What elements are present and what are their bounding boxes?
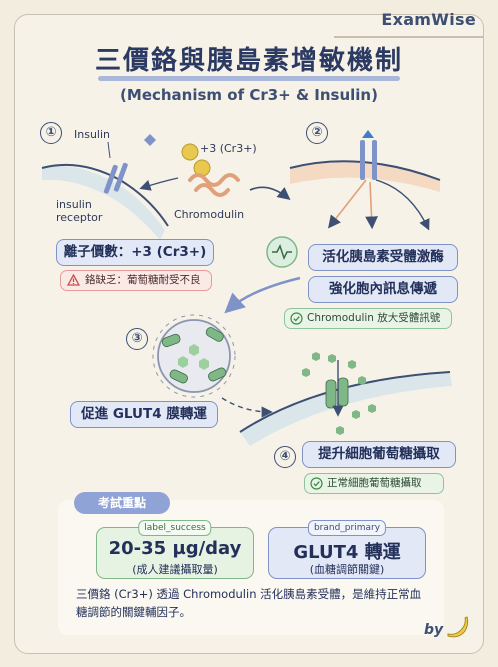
insulin-icon xyxy=(144,134,156,146)
page-title: 三價鉻與胰島素增敏機制 xyxy=(94,46,403,76)
check-circle-icon xyxy=(310,477,323,497)
insulin-receptor-icon xyxy=(103,162,128,194)
intake-caption: (成人建議攝取量) xyxy=(132,563,218,576)
deficiency-note: 鉻缺乏：葡萄糖耐受不良 xyxy=(60,270,212,291)
step-3-number: ③ xyxy=(126,328,148,350)
intake-card: label_success 20-35 µg/day (成人建議攝取量) xyxy=(96,520,254,579)
step-1-number: ① xyxy=(40,122,62,144)
glucose-in-vesicle xyxy=(178,344,209,370)
banana-icon xyxy=(447,616,469,638)
step3-pill-glut4: 促進 GLUT4 膜轉運 xyxy=(70,401,218,428)
step2-ok-note: Chromodulin 放大受體訊號 xyxy=(284,308,452,329)
step4-ok-text: 正常細胞葡萄糖攝取 xyxy=(327,477,422,489)
arrow-step3-to-step4 xyxy=(221,397,273,418)
glut4-caption: (血糖調節關鍵) xyxy=(309,563,385,576)
chromodulin-label: Chromodulin xyxy=(174,208,245,221)
signal-arrow-right xyxy=(375,179,430,231)
valence-pill: 離子價數：+3 (Cr3+) xyxy=(56,239,214,266)
glucose-molecules-outside xyxy=(302,352,366,385)
intake-card-tag: label_success xyxy=(138,520,212,536)
glut4-card-tag: brand_primary xyxy=(307,520,387,536)
step-2-number: ② xyxy=(306,122,328,144)
arrow-step2-to-step3 xyxy=(224,276,301,314)
step2-pill-activate: 活化胰島素受體激酶 xyxy=(308,244,458,271)
glut4-value: GLUT4 轉運 xyxy=(293,542,401,563)
brand-logo: ExamWise xyxy=(381,10,476,29)
insulin-pointer xyxy=(107,141,111,159)
cr-valence-label: +3 (Cr3+) xyxy=(200,142,257,155)
step4-ok-note: 正常細胞葡萄糖攝取 xyxy=(304,473,444,494)
summary-text: 三價鉻 (Cr3+) 透過 Chromodulin 活化胰島素受體，是維持正常血… xyxy=(76,587,422,619)
page-subtitle: (Mechanism of Cr3+ & Insulin) xyxy=(120,86,378,104)
arrow-cr-to-receptor xyxy=(139,177,179,191)
receptor-label-line2: receptor xyxy=(56,211,103,224)
signal-arrow-left xyxy=(328,179,367,229)
step2-ok-text: Chromodulin 放大受體訊號 xyxy=(307,312,441,324)
title-underline xyxy=(98,76,400,81)
chromodulin-icon xyxy=(181,143,240,197)
glut4-channel-icon xyxy=(325,377,349,409)
exam-tag: 考試重點 xyxy=(74,492,170,514)
insulin-label: Insulin xyxy=(74,128,111,141)
step2-pill-signal: 強化胞內訊息傳遞 xyxy=(308,276,458,303)
signal-arrow-center xyxy=(365,181,378,230)
cell-membrane-4 xyxy=(240,372,452,446)
activated-receptor-icon xyxy=(360,130,377,180)
deficiency-text: 鉻缺乏：葡萄糖耐受不良 xyxy=(85,274,201,286)
intake-value: 20-35 µg/day xyxy=(108,538,242,559)
step-4-number: ④ xyxy=(274,446,296,468)
cell-membrane-1 xyxy=(42,165,165,240)
check-circle-icon xyxy=(290,312,303,332)
receptor-label-line1: insulin xyxy=(56,198,92,211)
glut4-card: brand_primary GLUT4 轉運 (血糖調節關鍵) xyxy=(268,520,426,579)
brand-divider xyxy=(334,36,484,38)
glut4-transporters xyxy=(161,327,227,384)
step4-pill-uptake: 提升細胞葡萄糖攝取 xyxy=(302,441,456,468)
arrow-step1-to-step2 xyxy=(249,186,291,200)
glucose-molecules-inside xyxy=(336,404,376,435)
signature: by xyxy=(424,622,444,638)
warning-icon xyxy=(66,273,81,293)
